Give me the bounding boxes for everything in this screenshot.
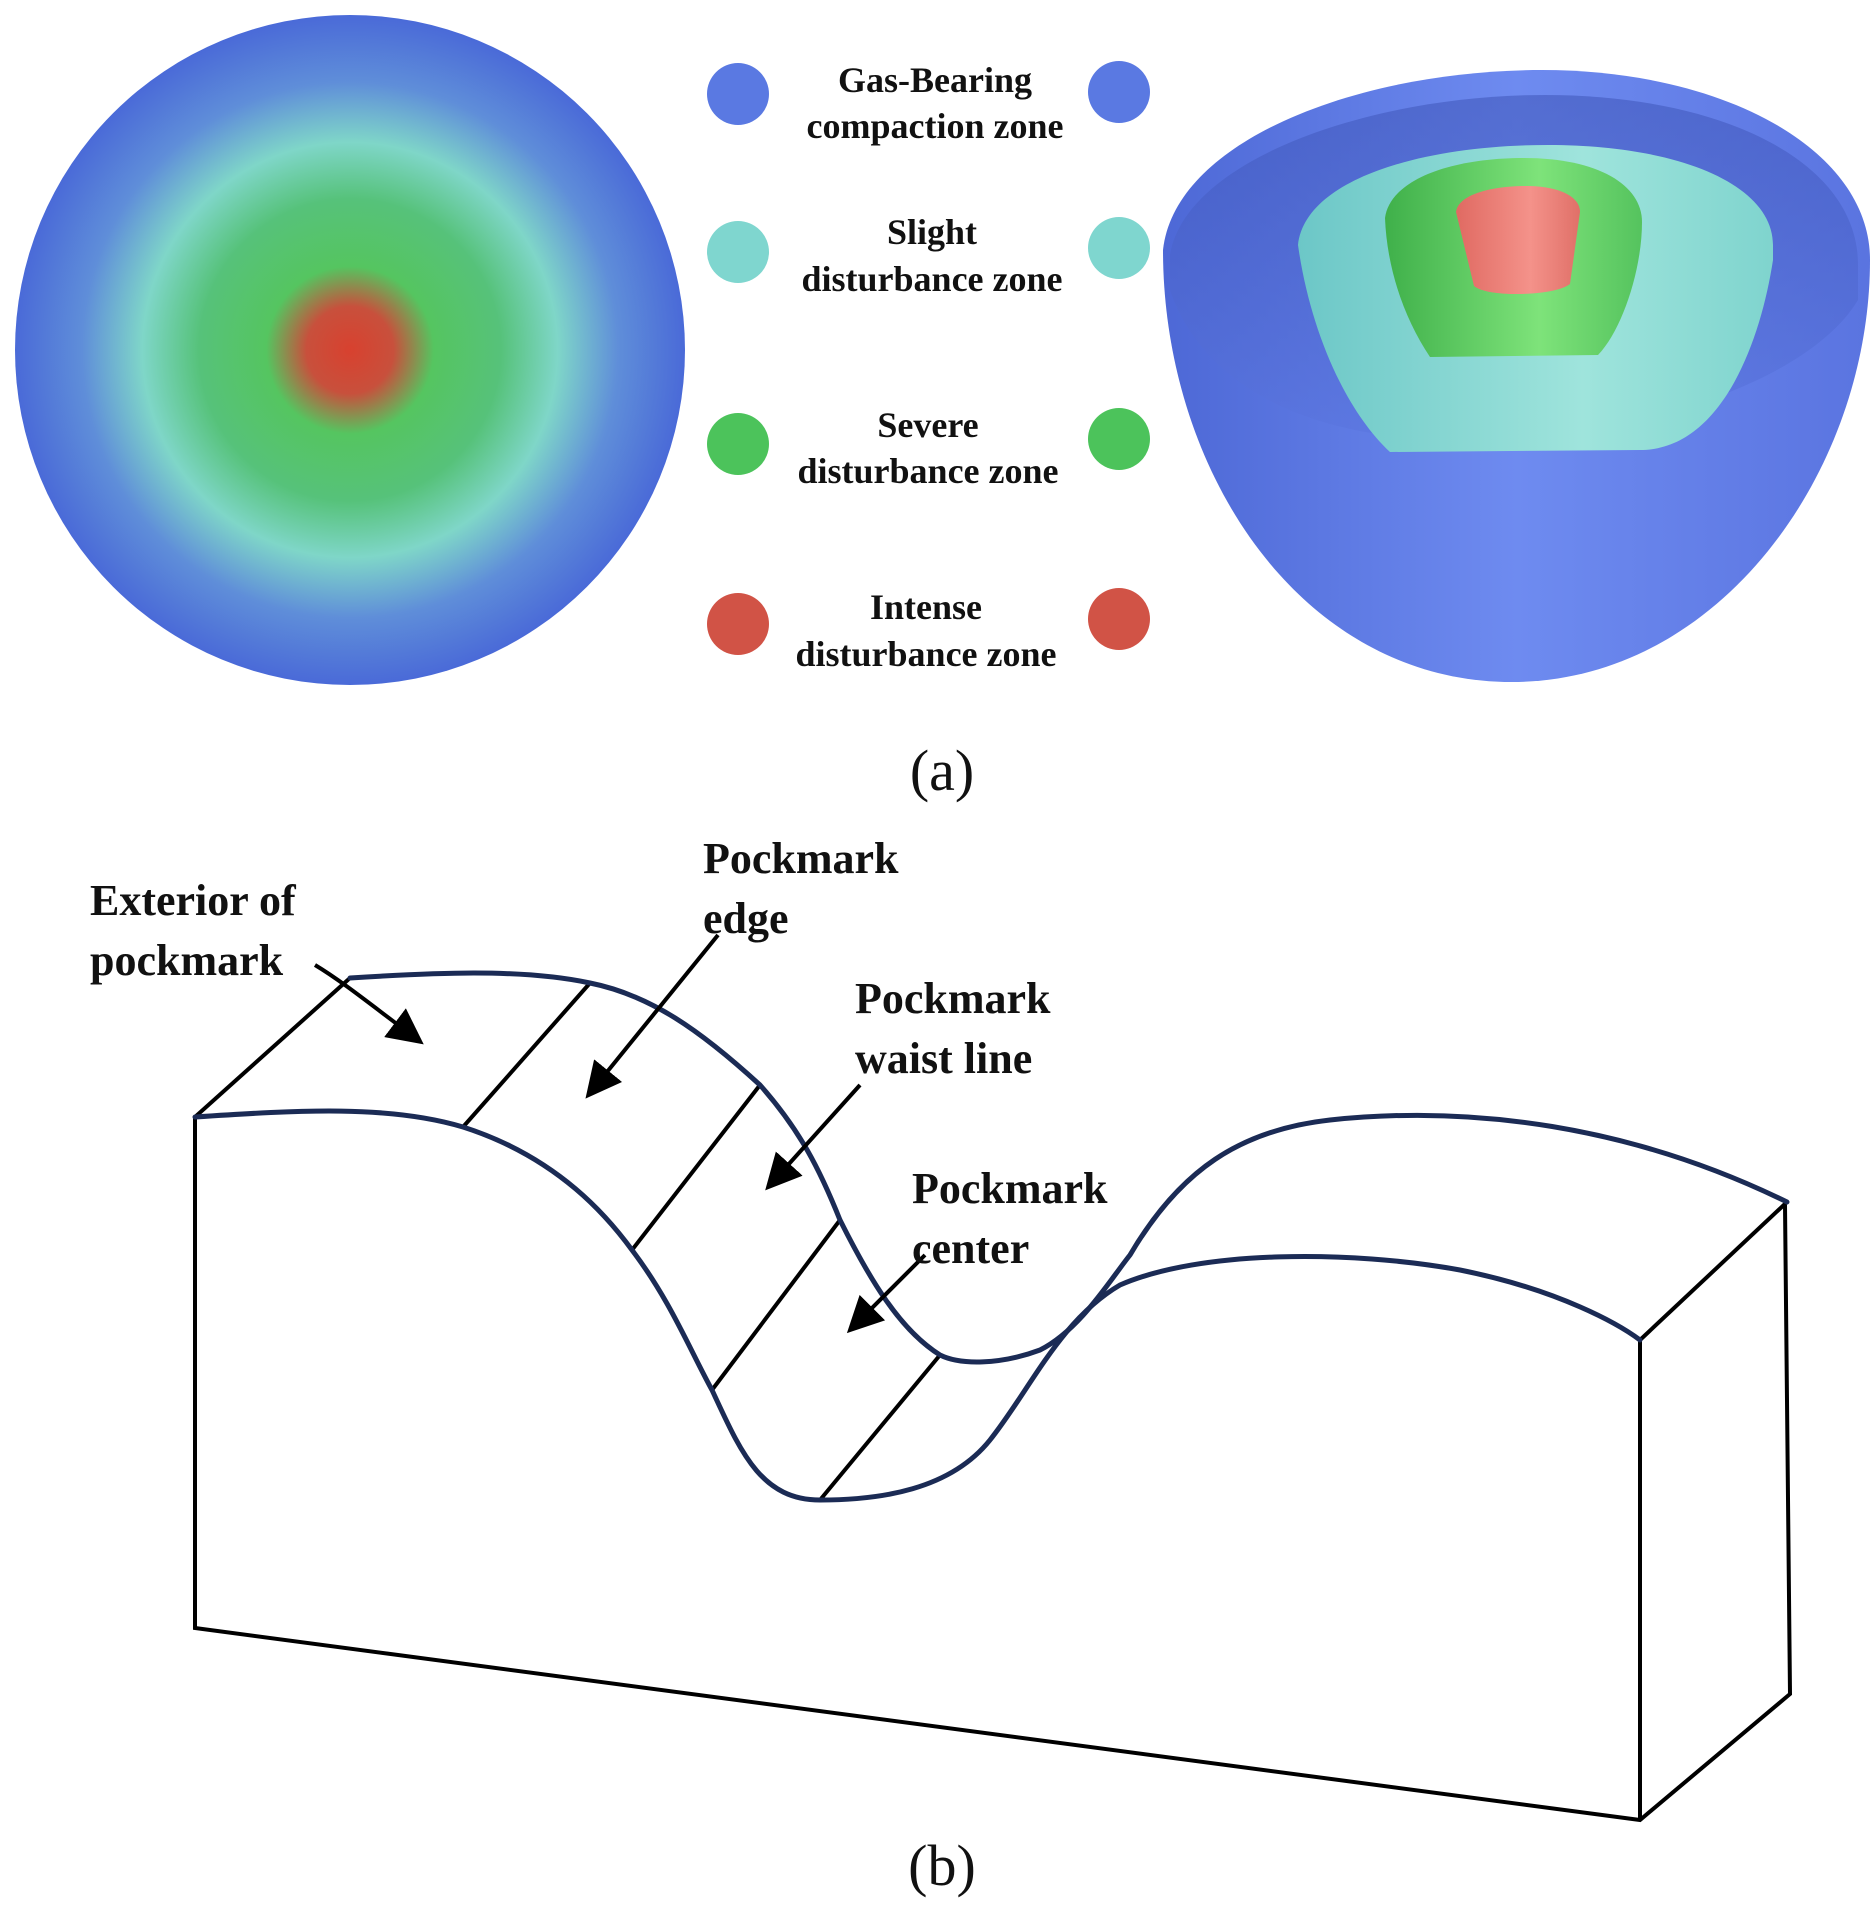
legend-dot-left: [707, 63, 769, 125]
intense-zone-layer: [1456, 186, 1580, 295]
pockmark-surface-curves: [192, 970, 1790, 1503]
pockmark-top-view-disc: [15, 15, 685, 685]
center-arrow: [846, 1253, 927, 1334]
legend-dot-left: [707, 593, 769, 655]
surface-back-curve: [347, 970, 1790, 1365]
legend-item-slight: Slight disturbance zone: [707, 212, 1150, 299]
panel-a: Gas-Bearing compaction zone Slight distu…: [15, 15, 1870, 803]
legend-dot-right: [1088, 61, 1150, 123]
panel-b: Exterior of pockmark Pockmark edge Pockm…: [90, 834, 1793, 1898]
block-outline: [193, 976, 1793, 1823]
legend-label-line2: disturbance zone: [802, 259, 1063, 299]
center-label-line2: center: [912, 1224, 1029, 1273]
waist-label-line2: waist line: [855, 1034, 1032, 1083]
legend-dot-right: [1088, 408, 1150, 470]
legend-label-line1: Gas-Bearing: [838, 60, 1032, 100]
panel-b-caption: (b): [908, 1833, 976, 1898]
exterior-label-line1: Exterior of: [90, 876, 297, 925]
legend-label-line2: disturbance zone: [798, 451, 1059, 491]
edge-label-line1: Pockmark: [703, 834, 899, 883]
pockmark-3d-bowl: [1163, 70, 1870, 682]
center-label-line1: Pockmark: [912, 1164, 1108, 1213]
panel-a-caption: (a): [910, 738, 974, 803]
annotation-arrows: [313, 933, 927, 1334]
waist-arrow: [765, 1083, 862, 1191]
contour-line-3: [710, 1218, 842, 1392]
legend-item-intense: Intense disturbance zone: [707, 587, 1150, 674]
edge-label-line2: edge: [703, 894, 789, 943]
legend-dot-right: [1088, 588, 1150, 650]
legend-label-line2: disturbance zone: [796, 634, 1057, 674]
legend-label-line1: Intense: [870, 587, 982, 627]
exterior-label-line2: pockmark: [90, 936, 284, 985]
legend-item-severe: Severe disturbance zone: [707, 405, 1150, 491]
block-top-left-edge: [193, 976, 352, 1119]
legend-label-line1: Severe: [877, 405, 978, 445]
zone-legend: Gas-Bearing compaction zone Slight distu…: [707, 60, 1150, 674]
edge-arrow: [585, 933, 720, 1099]
legend-dot-right: [1088, 217, 1150, 279]
contour-line-4: [818, 1353, 942, 1502]
legend-label-line2: compaction zone: [807, 106, 1064, 146]
legend-label-line1: Slight: [887, 212, 977, 252]
block-top-right-edge: [1638, 1200, 1789, 1342]
annotation-labels: Exterior of pockmark Pockmark edge Pockm…: [90, 834, 1108, 1273]
contour-line-2: [630, 1083, 762, 1252]
legend-dot-left: [707, 413, 769, 475]
surface-front-curve: [192, 1108, 1643, 1503]
block-front-left-edge: [193, 1117, 1793, 1823]
legend-item-gas-bearing: Gas-Bearing compaction zone: [707, 60, 1150, 146]
waist-label-line1: Pockmark: [855, 974, 1051, 1023]
legend-dot-left: [707, 221, 769, 283]
exterior-arrow: [313, 963, 424, 1045]
contour-line-1: [461, 981, 592, 1129]
